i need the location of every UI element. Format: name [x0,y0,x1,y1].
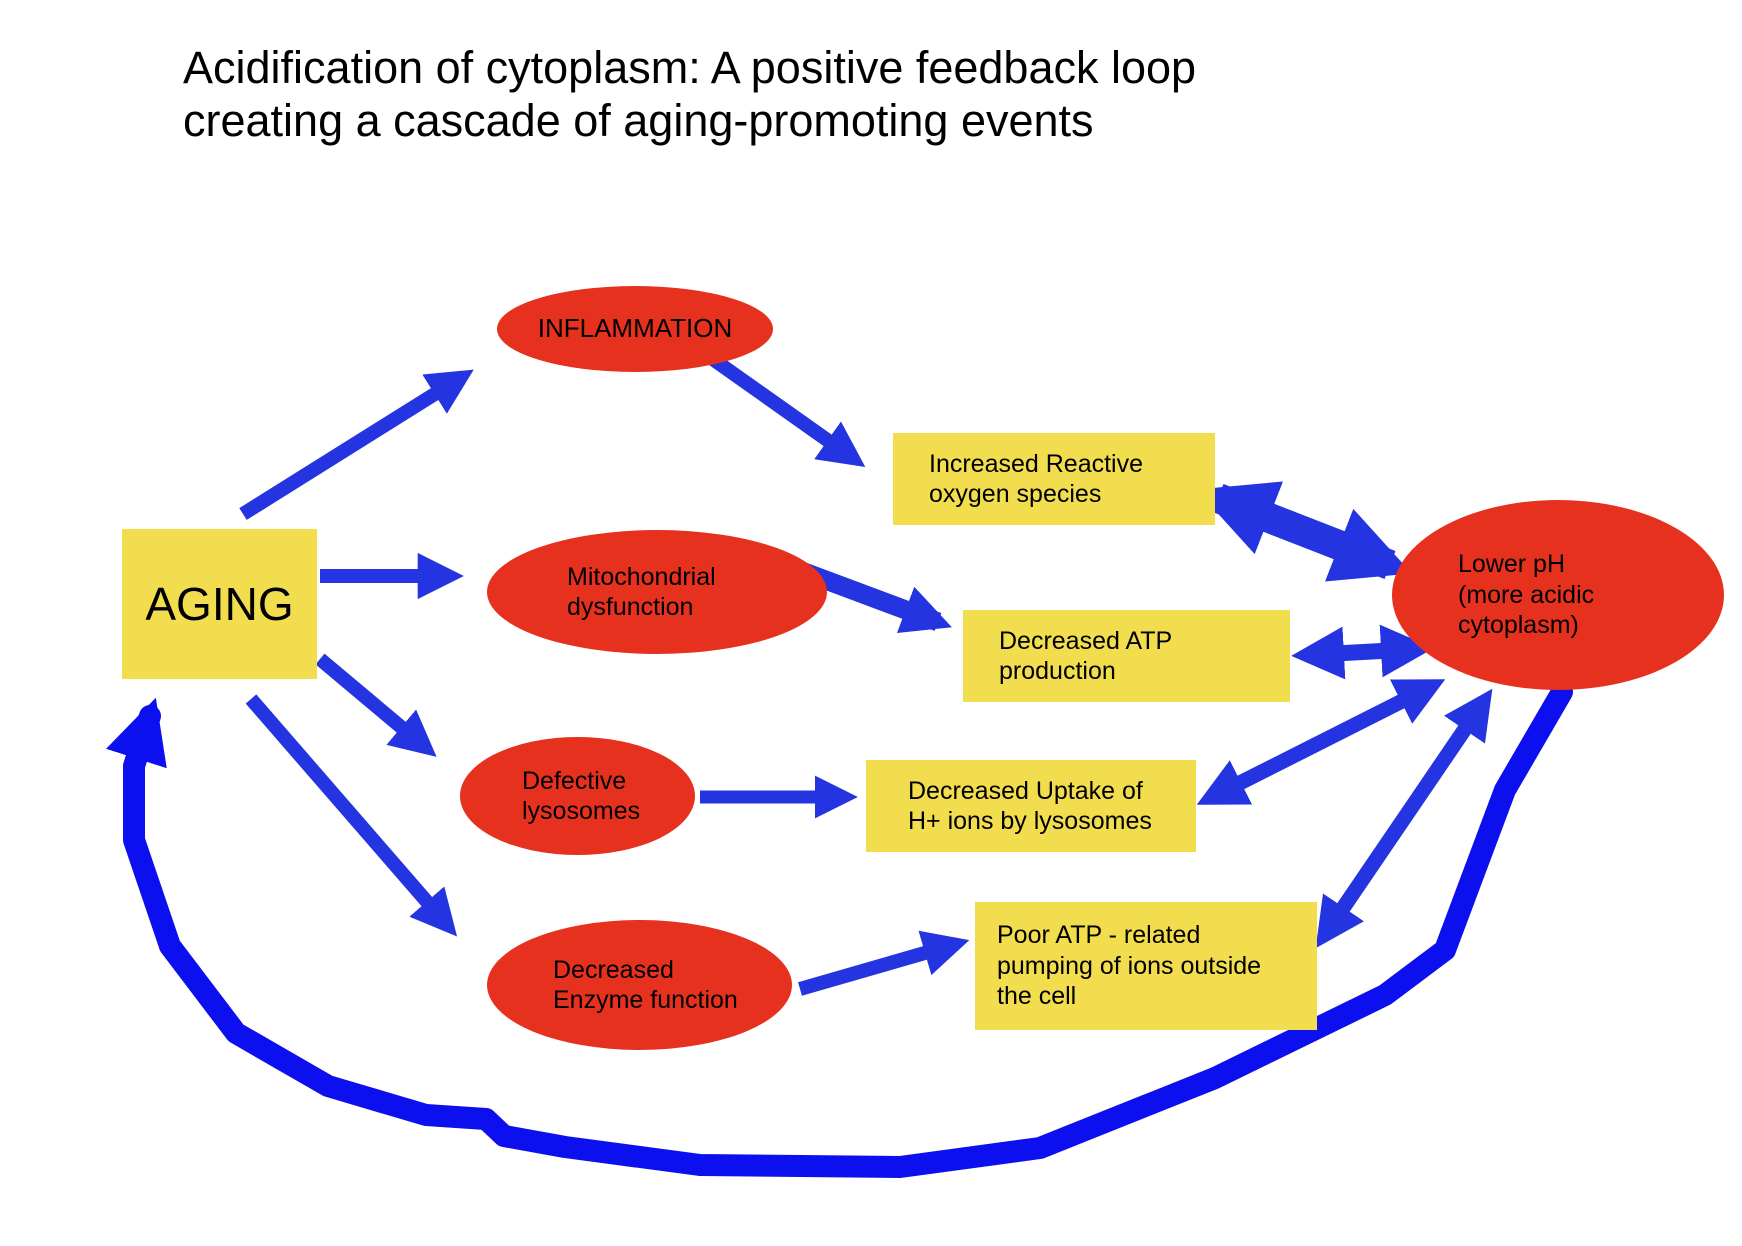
node-decreased-h-uptake: Decreased Uptake of H+ ions by lysosomes [866,760,1196,852]
double-arrow-poor-pumping-lower-ph [1315,688,1493,949]
node-inflammation: INFLAMMATION [497,286,773,372]
arrow-aging-to-defective-lysosomes [315,653,437,757]
node-defective-lysosomes: Defective lysosomes [460,737,695,855]
node-aging-label: AGING [145,577,294,630]
double-arrow-ros-lower-ph [1196,481,1412,582]
node-increased-ros: Increased Reactive oxygen species [893,433,1215,525]
double-arrow-decreased-uptake-lower-ph [1196,679,1446,805]
node-decreased-enzyme-function-label: Decreased Enzyme function [553,955,738,1015]
node-mitochondrial-dysfunction-label: Mitochondrial dysfunction [567,562,716,622]
arrow-inflammation-to-ros [695,344,866,468]
node-decreased-atp-production: Decreased ATP production [963,610,1290,702]
feedback-loop-lower-ph-to-aging [106,681,1573,1178]
node-poor-atp-pumping-label: Poor ATP - related pumping of ions outsi… [997,921,1262,1011]
double-arrow-decreased-atp-lower-ph [1291,624,1434,680]
node-lower-ph: Lower pH (more acidic cytoplasm) [1392,500,1724,690]
node-decreased-enzyme-function: Decreased Enzyme function [487,920,792,1050]
arrow-aging-to-inflammation [239,369,474,520]
arrow-aging-to-decreased-enzyme [245,694,458,937]
node-inflammation-label: INFLAMMATION [537,313,733,344]
node-poor-atp-pumping: Poor ATP - related pumping of ions outsi… [975,902,1317,1030]
node-mitochondrial-dysfunction: Mitochondrial dysfunction [487,530,827,654]
arrow-decreased-enzyme-to-poor-pumping [798,930,970,996]
node-aging: AGING [122,529,317,679]
node-decreased-atp-production-label: Decreased ATP production [999,626,1173,686]
diagram-title: Acidification of cytoplasm: A positive f… [183,42,1197,146]
node-decreased-h-uptake-label: Decreased Uptake of H+ ions by lysosomes [908,776,1152,836]
node-increased-ros-label: Increased Reactive oxygen species [929,449,1144,509]
node-lower-ph-label: Lower pH (more acidic cytoplasm) [1458,550,1595,640]
node-defective-lysosomes-label: Defective lysosomes [522,766,641,826]
